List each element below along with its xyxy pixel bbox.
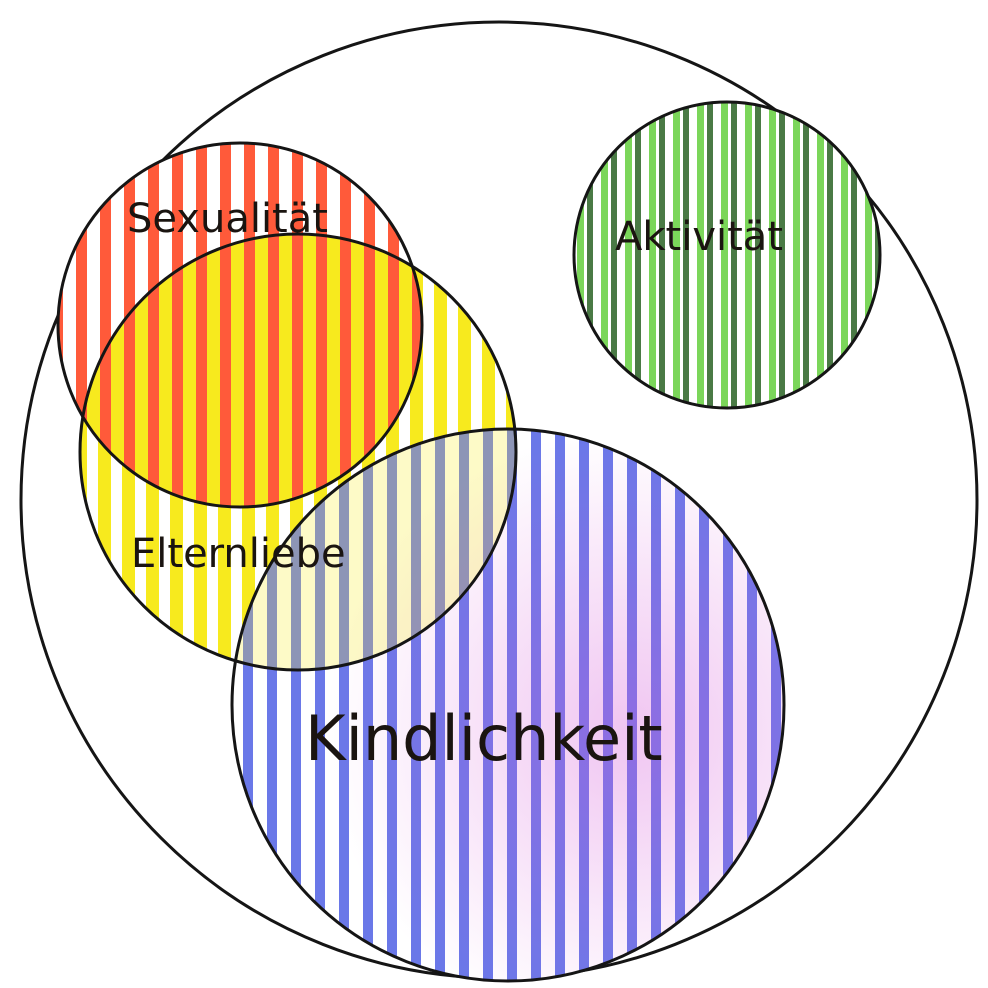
label-sexualitaet: Sexualität <box>127 196 328 242</box>
elternliebe-outline <box>78 232 518 672</box>
label-elternliebe: Elternliebe <box>131 531 346 577</box>
kindlichkeit-elternliebe-overlap <box>232 429 516 670</box>
aktivitaet-outline <box>572 100 882 410</box>
kindlichkeit-tint <box>232 429 784 981</box>
sexualitaet-outline <box>56 141 424 509</box>
kindlichkeit-outline <box>230 427 786 983</box>
aktivitaet-circle <box>574 102 880 408</box>
sexualitaet-elternliebe-overlap <box>80 234 422 507</box>
label-aktivitaet: Aktivität <box>615 214 783 260</box>
label-kindlichkeit: Kindlichkeit <box>305 702 663 775</box>
